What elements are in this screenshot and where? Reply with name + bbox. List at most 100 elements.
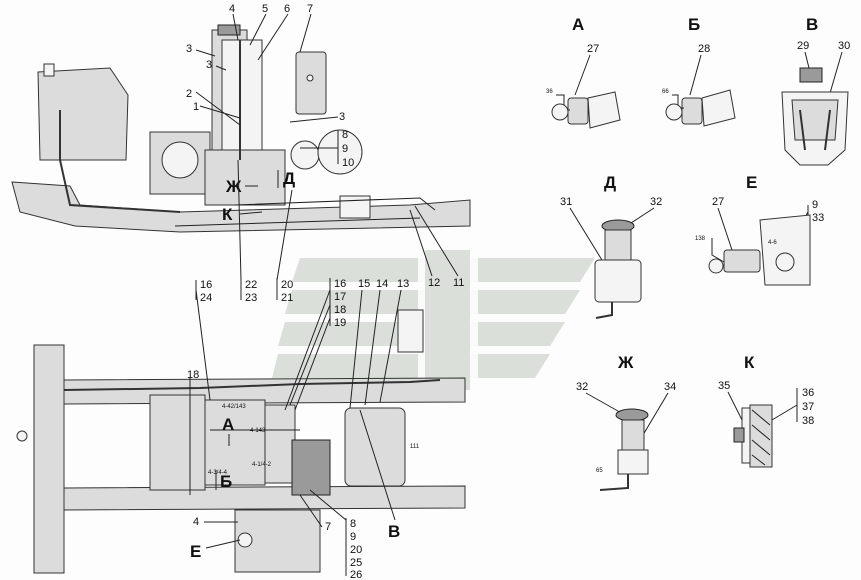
detail-view-b: Б 28 66 (662, 15, 736, 127)
marker-a: А (222, 415, 234, 434)
chassis-frame (11, 181, 471, 233)
view-e-callout-27: 27 (712, 196, 724, 208)
detail-view-zh: Ж 32 34 65 (576, 353, 676, 491)
detail-view-d: Д 31 32 (560, 173, 662, 319)
marker-v: В (388, 522, 400, 541)
view-v-letter: В (806, 15, 818, 34)
small-label-2: 4-143 (250, 428, 266, 434)
callout-18b: 18 (187, 369, 199, 381)
callout-19: 19 (334, 317, 346, 329)
small-label-4: 4-3/4-4 (208, 470, 228, 476)
marker-e: Е (190, 542, 201, 561)
view-e-callout-33: 33 (812, 212, 824, 224)
callout-20-top: 20 (350, 544, 362, 556)
marker-b: Б (220, 472, 232, 491)
side-cover (397, 309, 424, 353)
detail-view-k: К 35 36 37 38 (718, 353, 814, 468)
callout-3c: 3 (339, 111, 345, 123)
callout-3b: 3 (206, 59, 212, 71)
watermark-logo (272, 240, 595, 402)
callout-2: 2 (186, 88, 192, 100)
marker-d: Д (283, 169, 295, 188)
view-zh-callout-32: 32 (576, 381, 588, 393)
detail-view-v: В 29 30 (781, 15, 850, 166)
view-b-small: 66 (662, 89, 669, 95)
rear-drain (237, 532, 253, 548)
view-v-callout-30: 30 (838, 40, 850, 52)
callout-9-top: 9 (350, 531, 356, 543)
cylinder-body (344, 407, 406, 487)
frame-rail-lower (63, 485, 466, 511)
detail-view-e: Е 27 9 33 138 4-6 (695, 173, 824, 286)
callout-15: 15 (358, 278, 370, 290)
callout-7-top: 7 (325, 521, 331, 533)
fan-wheel (161, 141, 199, 179)
callout-8: 8 (342, 129, 348, 141)
callout-18a: 18 (334, 304, 346, 316)
view-a-small: 36 (546, 89, 553, 95)
callout-11: 11 (453, 277, 464, 289)
pipe-top-run (63, 379, 441, 391)
view-v-callout-29: 29 (797, 40, 809, 52)
callout-6: 6 (284, 3, 290, 15)
marker-k: К (222, 205, 233, 224)
top-view-drawing: А Б Е В 4-42/143 4-143 4-1/4-2 4-3/4-4 1… (16, 278, 466, 580)
view-e-callout-9: 9 (812, 199, 818, 211)
frame-plate (339, 195, 371, 219)
pump-housing (204, 149, 286, 206)
view-d-letter: Д (604, 173, 616, 192)
callout-16b: 16 (334, 278, 346, 290)
view-d-callout-32: 32 (650, 196, 662, 208)
callout-3a: 3 (186, 43, 192, 55)
engine-top (149, 394, 206, 491)
pump-wheel (290, 140, 320, 170)
callout-22: 22 (245, 279, 257, 291)
side-view-drawing: Ж Д К 4 5 6 7 3 3 3 2 1 8 9 10 12 11 22 … (11, 3, 471, 304)
callout-12: 12 (428, 277, 440, 289)
cab-shape (37, 67, 129, 161)
callout-10: 10 (342, 157, 354, 169)
view-e-small-46: 4-6 (768, 240, 777, 246)
view-e-letter: Е (746, 173, 757, 192)
heater-top (204, 399, 266, 486)
pipe-run-cab (59, 110, 181, 213)
view-k-callout-35: 35 (718, 380, 730, 392)
view-b-letter: Б (688, 15, 700, 34)
front-bumper (33, 344, 65, 574)
view-d-callout-31: 31 (560, 196, 572, 208)
callout-24: 24 (200, 292, 212, 304)
pipe-long (234, 197, 436, 211)
callout-23: 23 (245, 292, 257, 304)
view-k-callout-38: 38 (802, 415, 814, 427)
callout-14: 14 (376, 278, 388, 290)
view-k-letter: К (744, 353, 755, 372)
side-tank (295, 51, 327, 115)
small-label-1: 4-42/143 (222, 404, 246, 410)
marker-zh: Ж (225, 177, 242, 196)
callout-4: 4 (229, 3, 235, 15)
tank-top (291, 439, 331, 496)
view-b-callout-28: 28 (698, 43, 710, 55)
callout-9: 9 (342, 143, 348, 155)
view-zh-callout-34: 34 (664, 381, 676, 393)
callout-1: 1 (193, 101, 199, 113)
pump-top (264, 404, 296, 484)
callout-21: 21 (281, 292, 293, 304)
headlamp (16, 430, 28, 442)
callout-25: 25 (350, 557, 362, 569)
view-k-callout-36: 36 (802, 387, 814, 399)
callout-20: 20 (281, 279, 293, 291)
detail-view-a: А 27 36 (546, 15, 621, 129)
callout-8-top: 8 (350, 518, 356, 530)
small-label-5: 111 (410, 444, 420, 450)
callout-5: 5 (262, 3, 268, 15)
view-zh-small: 65 (596, 468, 603, 474)
callout-4-top: 4 (193, 516, 199, 528)
view-a-callout-27: 27 (587, 43, 599, 55)
heater-top-cap (217, 24, 241, 36)
callout-13: 13 (397, 278, 409, 290)
callout-7: 7 (307, 3, 313, 15)
view-e-small-138: 138 (695, 236, 706, 242)
